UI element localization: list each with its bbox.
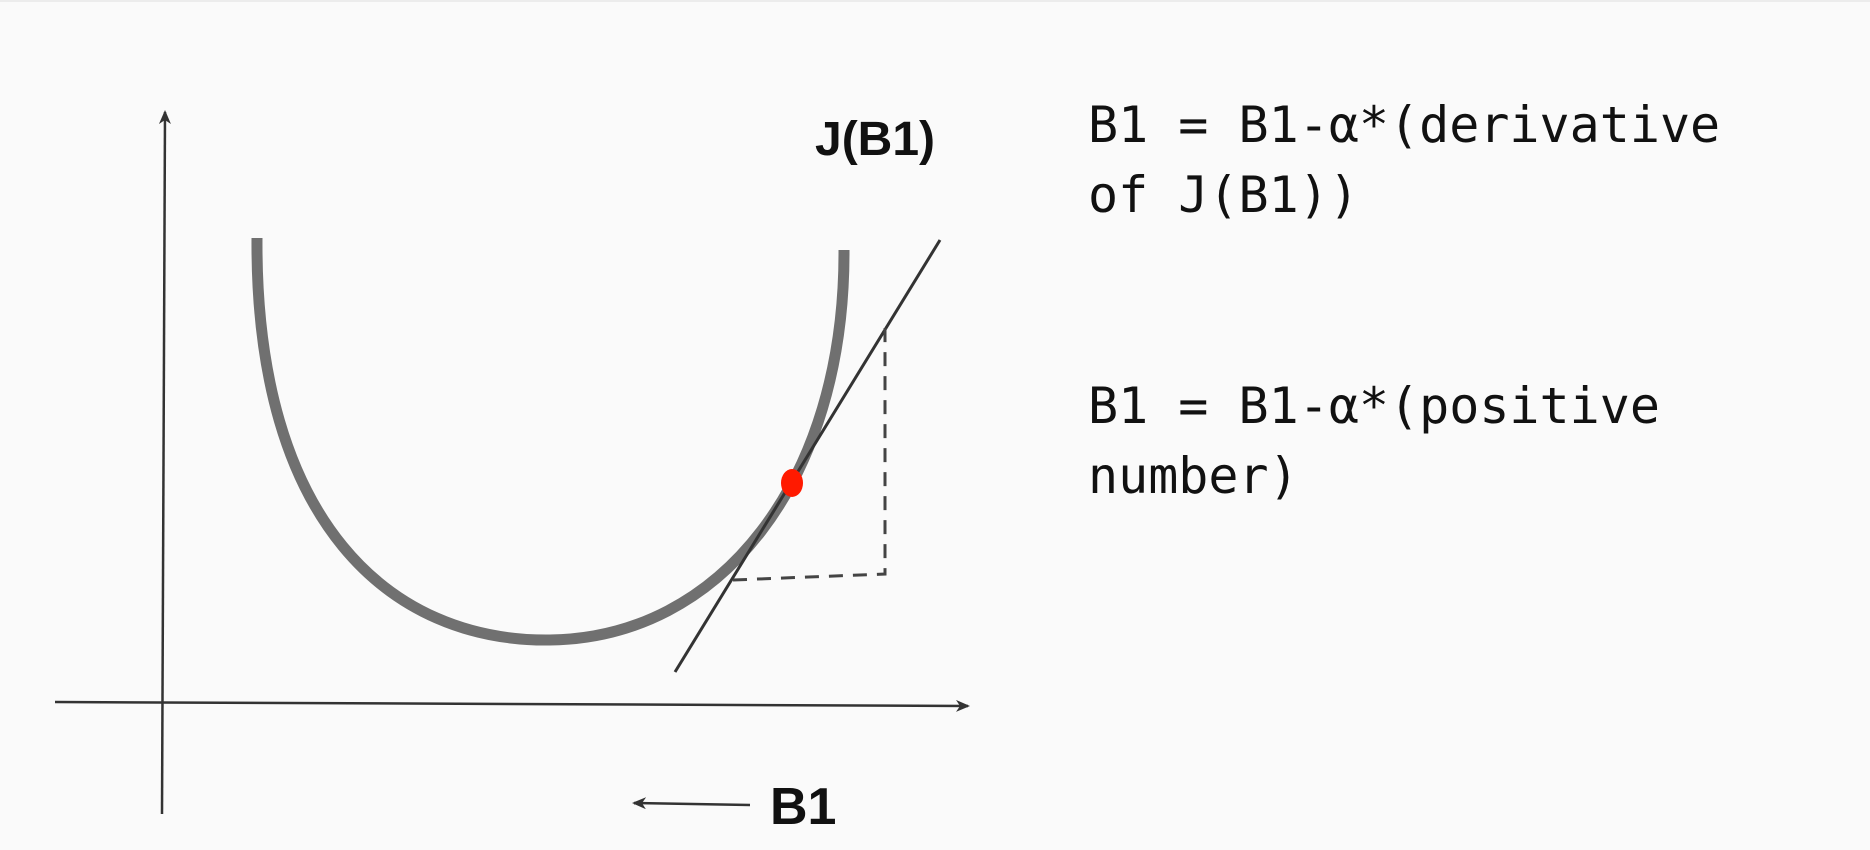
x-axis-label: B1 — [770, 778, 836, 836]
current-point — [781, 469, 803, 497]
cost-curve — [251, 237, 850, 646]
y-axis — [158, 110, 171, 815]
slope-triangle — [732, 320, 887, 582]
curve-label: J(B1) — [815, 113, 935, 166]
x-axis — [54, 699, 970, 712]
update-rule-equation: B1 = B1-α*(derivative of J(B1)) — [1088, 96, 1721, 224]
update-rule-positive-equation: B1 = B1-α*(positive number) — [1088, 377, 1660, 505]
b1-direction-arrow — [632, 797, 751, 810]
tangent-line — [673, 239, 942, 673]
